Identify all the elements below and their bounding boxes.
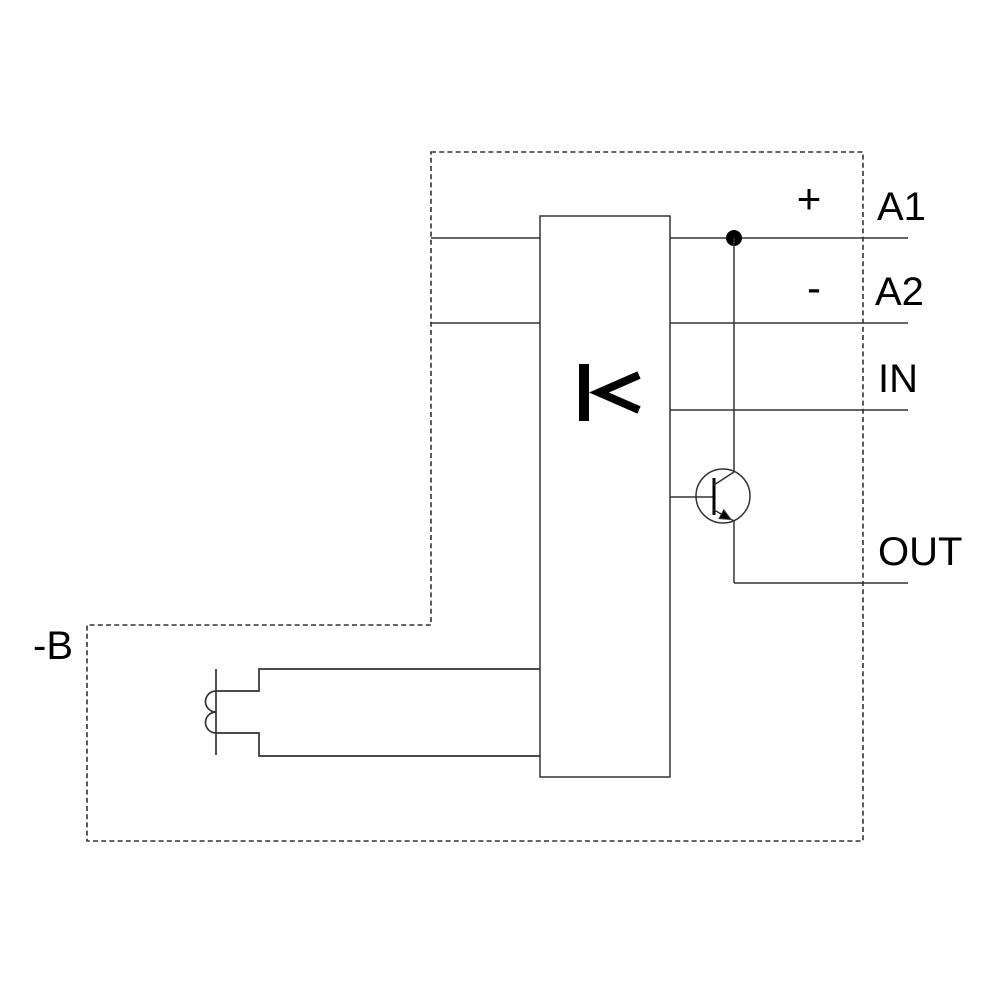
transistor-circle — [695, 468, 751, 524]
threshold-switch-icon — [579, 364, 641, 421]
transistor-emitter-arrow — [718, 508, 733, 521]
terminal-label-in: IN — [878, 357, 918, 401]
terminal-label-a2: A2 — [875, 270, 924, 314]
terminal-label-a1: A1 — [877, 185, 926, 229]
device-block — [539, 215, 671, 778]
dashed-enclosure-boundary — [86, 151, 864, 842]
sensor-coil-windings — [204, 690, 217, 734]
terminal-label-out: OUT — [878, 530, 962, 574]
npn-transistor-icon — [670, 468, 751, 524]
sensor-body-bottom-outline — [216, 732, 540, 757]
plus-sign: + — [797, 175, 822, 222]
transistor-collector — [713, 471, 735, 486]
minus-sign: - — [807, 264, 821, 311]
sensor-ref-label: -B — [33, 624, 73, 668]
threshold-chevron — [589, 371, 641, 414]
sensor-body-top-outline — [216, 668, 540, 692]
inductive-sensor-icon — [204, 668, 540, 757]
